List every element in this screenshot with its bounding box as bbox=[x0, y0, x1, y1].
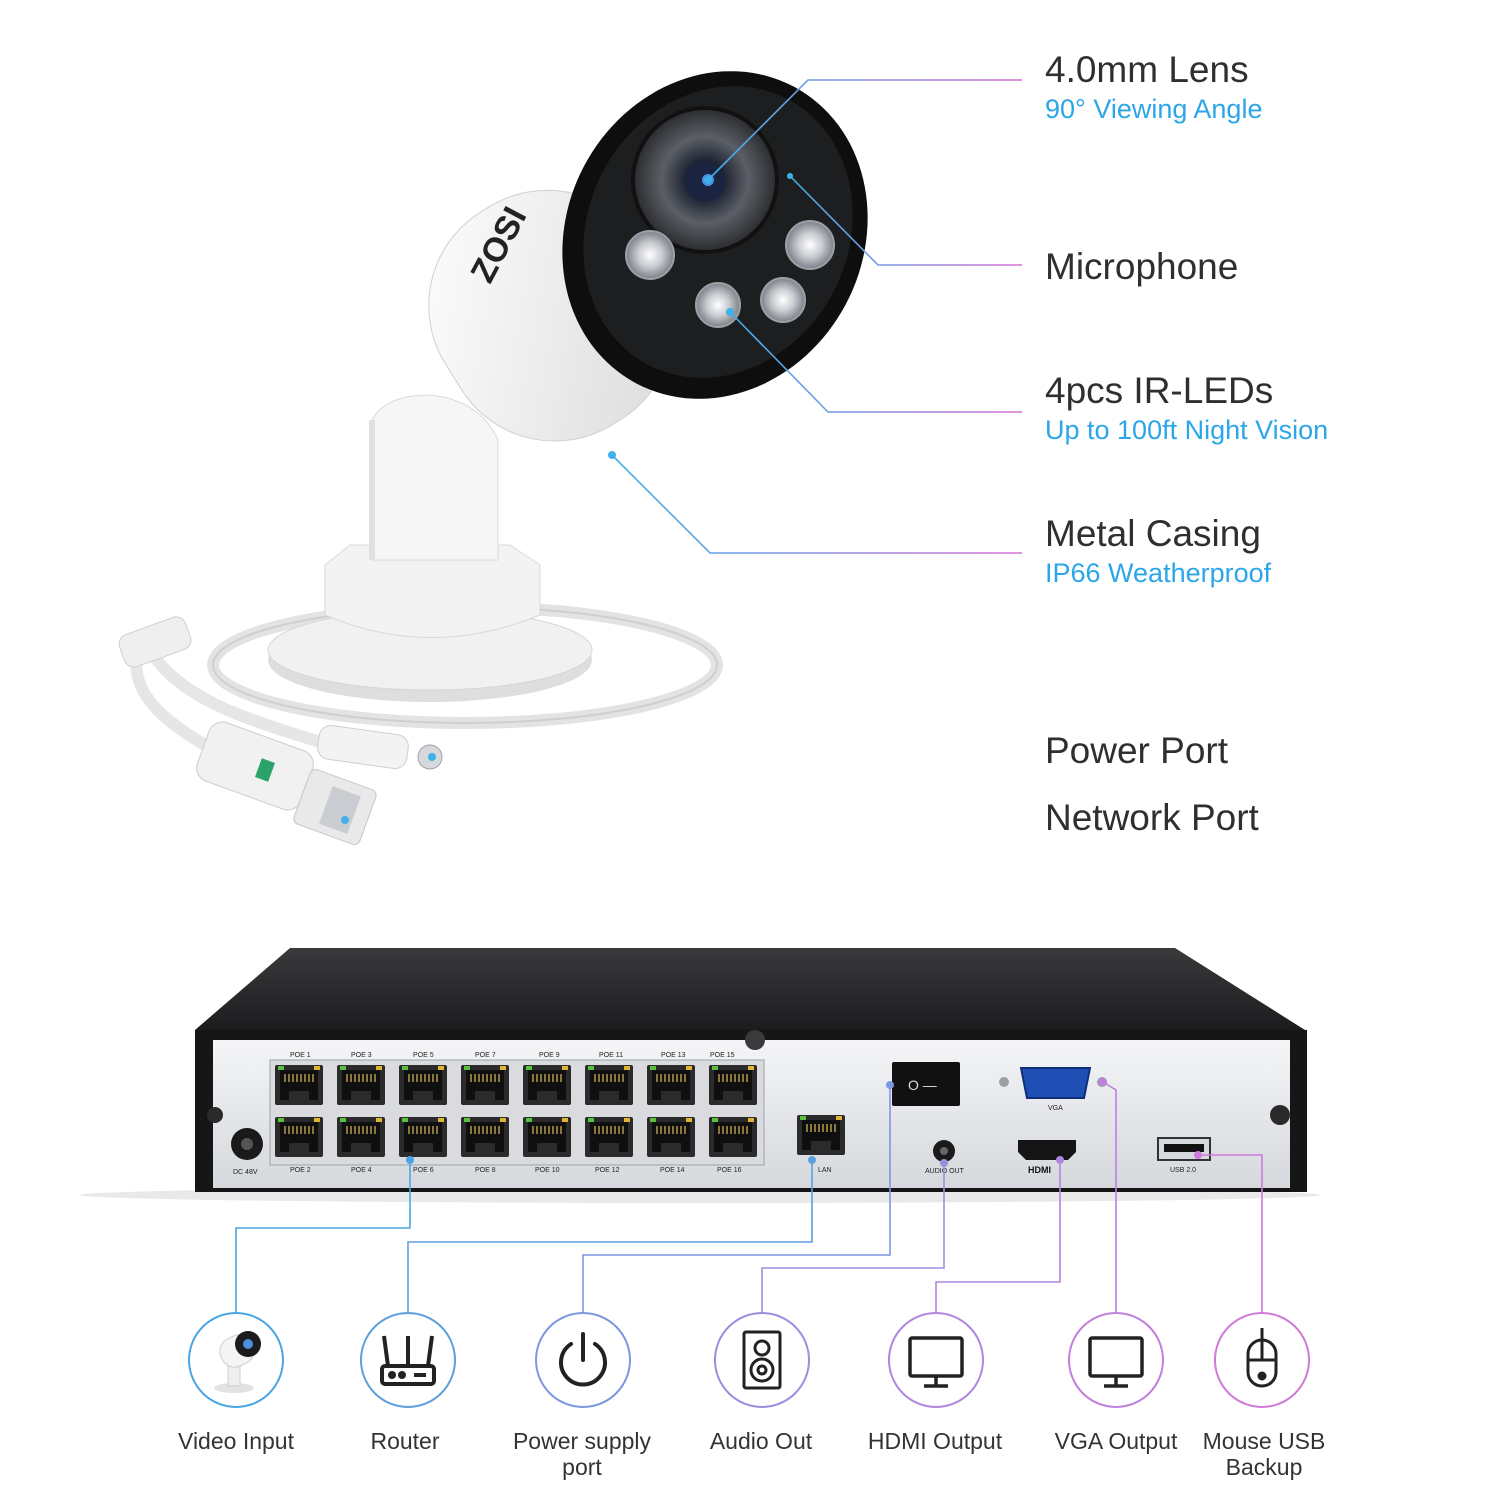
power-icon bbox=[535, 1312, 631, 1408]
camera-icon bbox=[188, 1312, 284, 1408]
feature-title: Metal Casing bbox=[1045, 513, 1261, 554]
poe-label: POE 15 bbox=[710, 1052, 735, 1059]
feature-title: Network Port bbox=[1045, 797, 1259, 838]
poe-label: POE 9 bbox=[539, 1052, 560, 1059]
feature-lens: 4.0mm Lens 90° Viewing Angle bbox=[1045, 48, 1262, 126]
feature-microphone: Microphone bbox=[1045, 245, 1238, 289]
usb-label: USB 2.0 bbox=[1170, 1167, 1196, 1174]
speaker-icon bbox=[714, 1312, 810, 1408]
feature-subtitle: IP66 Weatherproof bbox=[1045, 558, 1272, 588]
camera-callout-lines bbox=[341, 79, 1022, 824]
feature-power-port: Power Port bbox=[1045, 729, 1228, 773]
feature-metal-casing: Metal Casing IP66 Weatherproof bbox=[1045, 512, 1271, 590]
audio-out-label: AUDIO OUT bbox=[925, 1168, 965, 1175]
poe-label: POE 5 bbox=[413, 1052, 434, 1059]
nvr-connection-lines bbox=[235, 1078, 1263, 1312]
connection-label-video-input: Video Input bbox=[178, 1428, 294, 1454]
lan-label: LAN bbox=[818, 1167, 832, 1174]
feature-subtitle: 90° Viewing Angle bbox=[1045, 94, 1263, 124]
power-switch-symbols: O — bbox=[908, 1077, 937, 1093]
poe-label: POE 4 bbox=[351, 1167, 372, 1174]
poe-label: POE 11 bbox=[599, 1052, 623, 1059]
poe-label: POE 8 bbox=[475, 1167, 496, 1174]
mouse-icon bbox=[1214, 1312, 1310, 1408]
lan-port bbox=[796, 1114, 846, 1156]
dc-power-label: DC 48V bbox=[233, 1169, 258, 1176]
connection-label-power: Power supply port bbox=[512, 1428, 652, 1480]
feature-ir-leds: 4pcs IR-LEDs Up to 100ft Night Vision bbox=[1045, 369, 1328, 447]
connection-label-mouse-usb: Mouse USB Backup bbox=[1202, 1428, 1326, 1480]
feature-title: Microphone bbox=[1045, 246, 1239, 287]
feature-title: 4.0mm Lens bbox=[1045, 49, 1249, 90]
connection-label-vga: VGA Output bbox=[1054, 1428, 1178, 1454]
hdmi-logo: HDMI bbox=[1028, 1165, 1051, 1175]
poe-label: POE 1 bbox=[290, 1052, 311, 1059]
connection-label-audio-out: Audio Out bbox=[709, 1428, 813, 1454]
nvr-illustration: POE 1 POE 3 POE 5 POE 7 POE 9 POE 11 POE… bbox=[80, 948, 1320, 1203]
poe-label: POE 16 bbox=[717, 1167, 742, 1174]
poe-label: POE 14 bbox=[660, 1167, 685, 1174]
connection-label-hdmi: HDMI Output bbox=[867, 1428, 1003, 1454]
poe-label: POE 7 bbox=[475, 1052, 496, 1059]
monitor-icon bbox=[888, 1312, 984, 1408]
feature-title: 4pcs IR-LEDs bbox=[1045, 370, 1274, 411]
camera-illustration: ZOSI bbox=[118, 71, 868, 846]
connection-label-router: Router bbox=[370, 1428, 440, 1454]
feature-subtitle: Up to 100ft Night Vision bbox=[1045, 415, 1329, 445]
poe-label: POE 10 bbox=[535, 1167, 560, 1174]
poe-label: POE 3 bbox=[351, 1052, 372, 1059]
router-icon bbox=[360, 1312, 456, 1408]
poe-label: POE 12 bbox=[595, 1167, 620, 1174]
poe-label: POE 6 bbox=[413, 1167, 434, 1174]
monitor-icon bbox=[1068, 1312, 1164, 1408]
feature-title: Power Port bbox=[1045, 730, 1229, 771]
poe-top-labels: POE 1 POE 3 POE 5 POE 7 POE 9 POE 11 POE… bbox=[290, 1052, 735, 1059]
poe-label: POE 13 bbox=[661, 1052, 686, 1059]
poe-label: POE 2 bbox=[290, 1167, 311, 1174]
poe-bottom-labels: POE 2 POE 4 POE 6 POE 8 POE 10 POE 12 PO… bbox=[290, 1167, 742, 1174]
vga-label: VGA bbox=[1048, 1105, 1063, 1112]
feature-network-port: Network Port bbox=[1045, 796, 1259, 840]
